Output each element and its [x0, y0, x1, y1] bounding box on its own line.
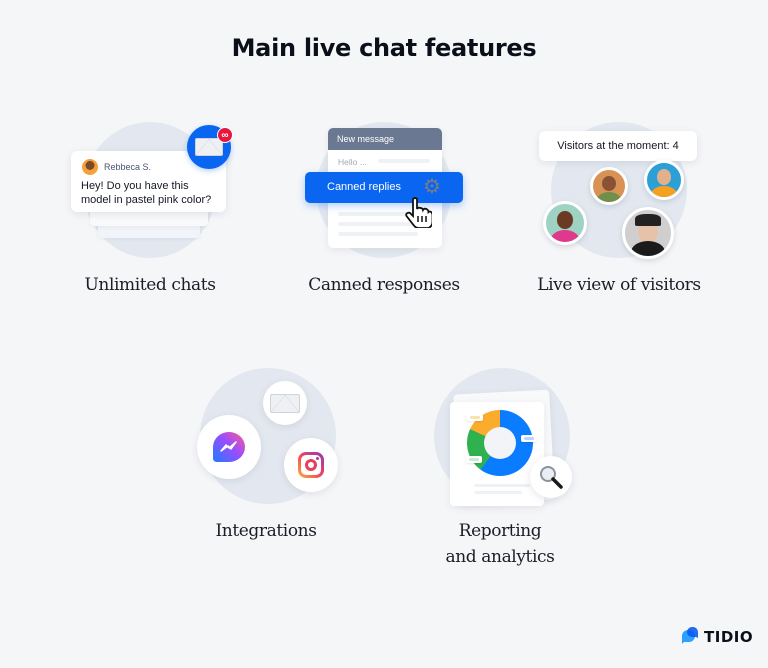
messenger-integration[interactable]: [197, 415, 261, 479]
placeholder-line: [338, 222, 430, 226]
feature-label: Canned responses: [308, 275, 460, 295]
donut-hole: [484, 427, 516, 459]
feature-label: Reporting and analytics: [445, 521, 555, 567]
magnifier-button[interactable]: [530, 456, 572, 498]
visitor-avatar[interactable]: [644, 160, 684, 200]
canned-replies-button[interactable]: Canned replies ⚙: [305, 172, 463, 203]
feature-label: Integrations: [215, 521, 317, 541]
tidio-logo-icon: [682, 627, 698, 644]
message-input: Hello ...: [338, 157, 367, 167]
visitor-avatar[interactable]: [622, 207, 674, 259]
visitor-avatar[interactable]: [590, 167, 628, 205]
page-title: Main live chat features: [231, 34, 537, 62]
stacked-card: [90, 208, 208, 226]
chart-tag: [466, 456, 482, 463]
envelope-icon: [195, 138, 223, 156]
visitor-avatar[interactable]: [543, 201, 587, 245]
magnifier-icon: [540, 466, 563, 489]
infinity-badge: ∞: [217, 127, 233, 143]
email-integration[interactable]: [263, 381, 307, 425]
avatar: [82, 159, 98, 175]
instagram-icon: [298, 452, 324, 478]
chart-tag: [467, 414, 483, 421]
envelope-icon: [270, 394, 300, 413]
visitors-count-card: Visitors at the moment: 4: [539, 131, 697, 161]
gear-icon: ⚙: [423, 176, 441, 198]
messenger-icon: [213, 432, 245, 462]
chart-tag: [521, 435, 537, 442]
placeholder-line: [338, 232, 418, 236]
sender-name: Rebbeca S.: [104, 162, 152, 172]
logo-text: TIDIO: [704, 628, 754, 646]
placeholder-line: [474, 484, 530, 487]
feature-label: Live view of visitors: [537, 275, 701, 295]
chat-message: Hey! Do you have this model in pastel pi…: [81, 180, 212, 206]
window-title: New message: [328, 128, 442, 150]
placeholder-line: [378, 159, 430, 163]
feature-label: Unlimited chats: [84, 275, 216, 295]
hand-pointer-icon: [404, 196, 434, 233]
instagram-integration[interactable]: [284, 438, 338, 492]
placeholder-line: [338, 212, 430, 216]
placeholder-line: [474, 491, 522, 494]
